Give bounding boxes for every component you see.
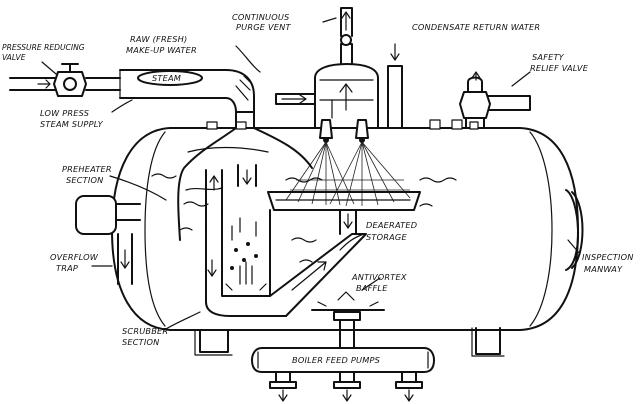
- label-inspection-manway: INSPECTION MANWAY: [582, 252, 634, 274]
- svg-text:CONTINUOUS: CONTINUOUS: [232, 12, 289, 22]
- svg-text:BOILER FEED PUMPS: BOILER FEED PUMPS: [292, 355, 380, 365]
- svg-text:SECTION: SECTION: [66, 175, 103, 185]
- overflow-trap: [75, 195, 141, 285]
- label-scrubber-section: SCRUBBER SECTION: [122, 326, 168, 347]
- svg-text:DEAERATED: DEAERATED: [366, 220, 417, 230]
- svg-text:SAFETY: SAFETY: [532, 52, 565, 62]
- tank-leg-right: [471, 327, 505, 357]
- svg-text:STEAM: STEAM: [152, 73, 181, 83]
- svg-text:RAW (FRESH): RAW (FRESH): [130, 34, 187, 44]
- spray-nozzles: [319, 119, 369, 143]
- label-raw-makeup-water: RAW (FRESH) MAKE-UP WATER: [126, 34, 197, 55]
- label-overflow-trap: OVERFLOW TRAP: [50, 252, 99, 273]
- svg-text:INSPECTION: INSPECTION: [582, 252, 634, 262]
- deaerator-column: [314, 63, 379, 129]
- svg-text:BAFFLE: BAFFLE: [356, 283, 388, 293]
- antivortex-baffle: [311, 291, 385, 349]
- label-safety-relief-valve: SAFETY RELIEF VALVE: [530, 52, 589, 73]
- tank-leg-left: [194, 329, 233, 356]
- svg-text:ANTIVORTEX: ANTIVORTEX: [351, 272, 407, 282]
- svg-text:PREHEATER: PREHEATER: [62, 164, 112, 174]
- svg-text:MANWAY: MANWAY: [584, 264, 623, 274]
- inspection-manway: [565, 189, 584, 271]
- svg-text:LOW PRESS: LOW PRESS: [40, 108, 89, 118]
- scrubber-section: [205, 209, 287, 317]
- svg-text:CONDENSATE RETURN WATER: CONDENSATE RETURN WATER: [412, 22, 540, 32]
- leader-lines: [41, 17, 581, 331]
- storage-tank: [111, 127, 579, 331]
- condensate-return-pipe: [387, 43, 403, 129]
- spray-pattern: [285, 141, 411, 207]
- label-steam: STEAM: [152, 73, 181, 83]
- label-antivortex-baffle: ANTIVORTEX BAFFLE: [351, 272, 407, 293]
- preheater-section: [185, 164, 257, 233]
- svg-text:PRESSURE REDUCING: PRESSURE REDUCING: [2, 43, 85, 52]
- label-continuous-purge-vent: CONTINUOUS PURGE VENT: [232, 12, 291, 32]
- svg-text:OVERFLOW: OVERFLOW: [50, 252, 99, 262]
- purge-vent-pipe: [340, 7, 353, 65]
- label-preheater-section: PREHEATER SECTION: [62, 164, 112, 185]
- safety-relief-valve: [459, 71, 531, 129]
- svg-text:SCRUBBER: SCRUBBER: [122, 326, 168, 336]
- svg-text:SECTION: SECTION: [122, 337, 159, 347]
- steam-internal-path: [177, 111, 313, 241]
- spray-tray: [267, 191, 421, 211]
- steam-supply-line: [9, 63, 255, 113]
- label-condensate-return-water: CONDENSATE RETURN WATER: [412, 22, 540, 32]
- svg-text:TRAP: TRAP: [56, 263, 78, 273]
- boiler-feed-pumps: [251, 347, 435, 402]
- makeup-water-pipe: [275, 93, 316, 105]
- svg-text:PURGE VENT: PURGE VENT: [236, 22, 291, 32]
- svg-text:VALVE: VALVE: [2, 53, 26, 62]
- water-level-waves: [151, 173, 457, 263]
- label-deaerated-storage: DEAERATED STORAGE: [366, 220, 417, 242]
- svg-text:RELIEF VALVE: RELIEF VALVE: [530, 63, 589, 73]
- svg-text:MAKE-UP WATER: MAKE-UP WATER: [126, 45, 197, 55]
- svg-text:STORAGE: STORAGE: [366, 232, 407, 242]
- downcomer-chute: [269, 209, 367, 317]
- label-low-press-steam-supply: LOW PRESS STEAM SUPPLY: [40, 108, 104, 129]
- label-pressure-reducing-valve: PRESSURE REDUCING VALVE: [2, 43, 85, 62]
- svg-text:STEAM SUPPLY: STEAM SUPPLY: [40, 119, 104, 129]
- label-boiler-feed-pumps: BOILER FEED PUMPS: [292, 355, 380, 365]
